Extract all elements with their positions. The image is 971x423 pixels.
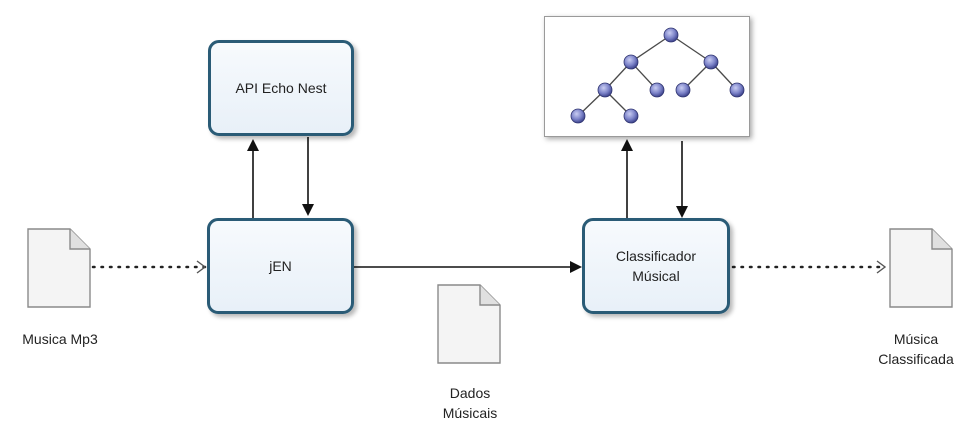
- data-document-label: Dados Músicais: [442, 385, 498, 421]
- classifier-label: Classificador Músical: [615, 248, 697, 284]
- input-document-label: Musica Mp3: [22, 331, 98, 347]
- decision-tree-image: [544, 16, 750, 137]
- jen-label: jEN: [269, 258, 292, 274]
- api-echo-nest-label: API Echo Nest: [235, 80, 327, 96]
- data-document-icon: [437, 284, 501, 364]
- jen-node: jEN: [207, 218, 354, 314]
- input-document-icon: [27, 228, 91, 308]
- classifier-node: Classificador Músical: [582, 218, 730, 314]
- output-document-label: Música Classificada: [878, 331, 954, 367]
- output-document-icon: [889, 228, 953, 308]
- tree-icon: [570, 27, 745, 124]
- api-echo-nest-node: API Echo Nest: [208, 40, 354, 136]
